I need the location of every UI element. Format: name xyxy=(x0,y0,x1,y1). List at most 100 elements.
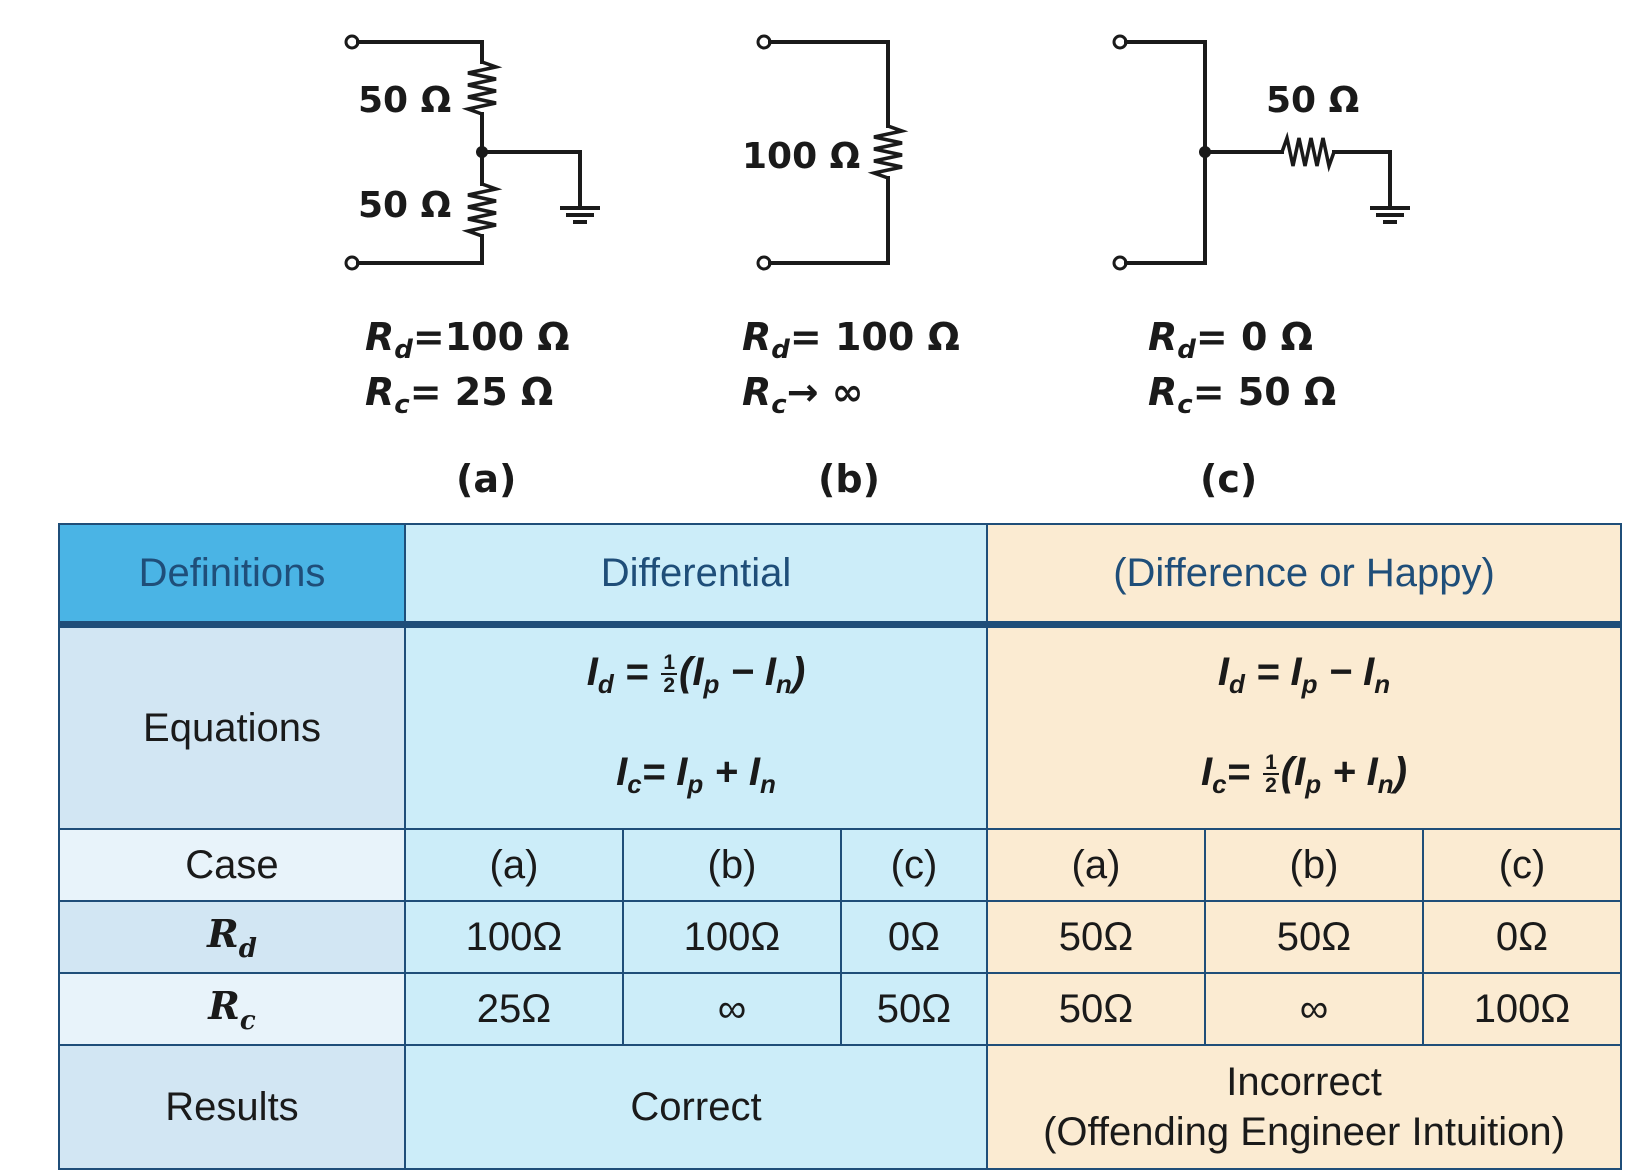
rd-cell: 100Ω xyxy=(622,900,842,974)
resistor-a-top xyxy=(461,60,503,116)
eq-subscript: n xyxy=(1374,669,1391,699)
eq-symbol: I xyxy=(616,750,628,794)
rc-symbol: R xyxy=(365,370,394,414)
rc-subscript: c xyxy=(239,1005,256,1036)
fraction-denominator: 2 xyxy=(663,674,676,698)
rc-line-c: Rc= 50 Ω xyxy=(1148,370,1336,420)
rd-cell: 50Ω xyxy=(1204,900,1424,974)
rc-subscript: c xyxy=(771,390,787,420)
definitions-table: Definitions Differential (Difference or … xyxy=(58,523,1623,1170)
rd-symbol: R xyxy=(742,315,771,359)
case-row: Case (a) (b) (c) (a) (b) (c) xyxy=(58,828,1623,902)
eq-term: (I xyxy=(1280,750,1306,794)
eq-term: + I xyxy=(703,750,760,794)
results-row: Results Correct Incorrect (Offending Eng… xyxy=(58,1044,1623,1170)
ground-a xyxy=(560,206,600,224)
case-cell: (b) xyxy=(1204,828,1424,902)
rd-value: = 0 Ω xyxy=(1196,315,1313,359)
eq-paren: ) xyxy=(791,650,806,694)
rc-value: = 25 Ω xyxy=(410,370,553,414)
rc-cell: 25Ω xyxy=(404,972,624,1046)
eq-symbol: I xyxy=(1217,650,1230,694)
case-cell: (a) xyxy=(986,828,1206,902)
rd-cell: 50Ω xyxy=(986,900,1206,974)
header-row: Definitions Differential (Difference or … xyxy=(58,523,1623,628)
circuit-a: 50 Ω 50 Ω Rd=100 Ω Rc= 25 Ω (a) xyxy=(344,34,600,501)
rd-cell: 0Ω xyxy=(840,900,988,974)
case-cell: (c) xyxy=(840,828,988,902)
eq-paren: ) xyxy=(1393,750,1408,794)
case-cell: (c) xyxy=(1421,828,1623,902)
happy-header: (Difference or Happy) xyxy=(985,523,1623,628)
rc-cell: ∞ xyxy=(622,972,842,1046)
resistor-a-bottom xyxy=(461,182,503,238)
rc-symbol: R xyxy=(208,982,240,1028)
rc-symbol: R xyxy=(742,370,771,414)
rd-symbol: R xyxy=(365,315,394,359)
resistor-b xyxy=(867,124,909,180)
eq-subscript: p xyxy=(687,769,704,799)
eq-subscript: p xyxy=(1301,669,1318,699)
rd-label: Rd xyxy=(58,900,406,974)
eq-subscript: p xyxy=(703,669,720,699)
rd-cell: 100Ω xyxy=(404,900,624,974)
results-label: Results xyxy=(58,1044,406,1170)
rc-label: Rc xyxy=(58,972,406,1046)
rd-cell: 0Ω xyxy=(1421,900,1623,974)
eq-subscript: n xyxy=(776,669,792,699)
circuit-c: 50 Ω Rd= 0 Ω Rc= 50 Ω (c) xyxy=(1112,34,1410,501)
resistor-label: 50 Ω xyxy=(358,80,451,121)
eq-term: = I xyxy=(1244,650,1302,694)
caption-b: (b) xyxy=(818,457,880,501)
rd-line-a: Rd=100 Ω xyxy=(365,315,570,365)
rd-value: = 100 Ω xyxy=(790,315,960,359)
rd-value: =100 Ω xyxy=(413,315,570,359)
rc-subscript: c xyxy=(394,390,410,420)
eq-term: − I xyxy=(1317,650,1375,694)
eq-term: = I xyxy=(641,750,688,794)
happy-result: Incorrect (Offending Engineer Intuition) xyxy=(985,1044,1623,1170)
eq-subscript: c xyxy=(627,769,642,799)
rd-line-b: Rd= 100 Ω xyxy=(742,315,960,365)
differential-header: Differential xyxy=(404,523,988,628)
resistor-label: 100 Ω xyxy=(742,136,860,177)
eq-term: − I xyxy=(719,650,777,694)
rc-line-a: Rc= 25 Ω xyxy=(365,370,553,420)
fraction-numerator: 1 xyxy=(661,651,678,676)
rc-line-b: Rc→ ∞ xyxy=(742,370,863,420)
fraction-numerator: 1 xyxy=(1263,751,1279,776)
ground-c xyxy=(1370,206,1410,224)
resistor-c xyxy=(1280,131,1336,173)
rc-row: Rc 25Ω ∞ 50Ω 50Ω ∞ 100Ω xyxy=(58,972,1623,1046)
happy-id-equation: Id = Ip − In xyxy=(988,628,1620,728)
rd-line-c: Rd= 0 Ω xyxy=(1148,315,1313,365)
rd-row: Rd 100Ω 100Ω 0Ω 50Ω 50Ω 0Ω xyxy=(58,900,1623,974)
eq-subscript: n xyxy=(759,769,776,799)
rc-symbol: R xyxy=(1148,370,1177,414)
rc-cell: ∞ xyxy=(1204,972,1424,1046)
eq-subscript: p xyxy=(1305,769,1322,799)
rc-subscript: c xyxy=(1177,390,1193,420)
rc-cell: 50Ω xyxy=(986,972,1206,1046)
resistor-label: 50 Ω xyxy=(1266,80,1359,121)
rd-symbol: R xyxy=(207,910,239,956)
differential-ic-equation: Ic= Ip + In xyxy=(406,728,986,828)
caption-a: (a) xyxy=(456,457,516,501)
eq-subscript: n xyxy=(1377,769,1394,799)
rc-cell: 100Ω xyxy=(1421,972,1623,1046)
circuit-diagrams: 50 Ω 50 Ω Rd=100 Ω Rc= 25 Ω (a) 100 Ω Rd… xyxy=(344,34,1410,501)
rd-subscript: d xyxy=(1177,335,1196,365)
case-label: Case xyxy=(58,828,406,902)
rc-value: = 50 Ω xyxy=(1193,370,1336,414)
case-cell: (b) xyxy=(622,828,842,902)
equations-label: Equations xyxy=(58,623,406,830)
circuit-b: 100 Ω Rd= 100 Ω Rc→ ∞ (b) xyxy=(742,34,960,501)
caption-c: (c) xyxy=(1200,457,1257,501)
case-cell: (a) xyxy=(404,828,624,902)
